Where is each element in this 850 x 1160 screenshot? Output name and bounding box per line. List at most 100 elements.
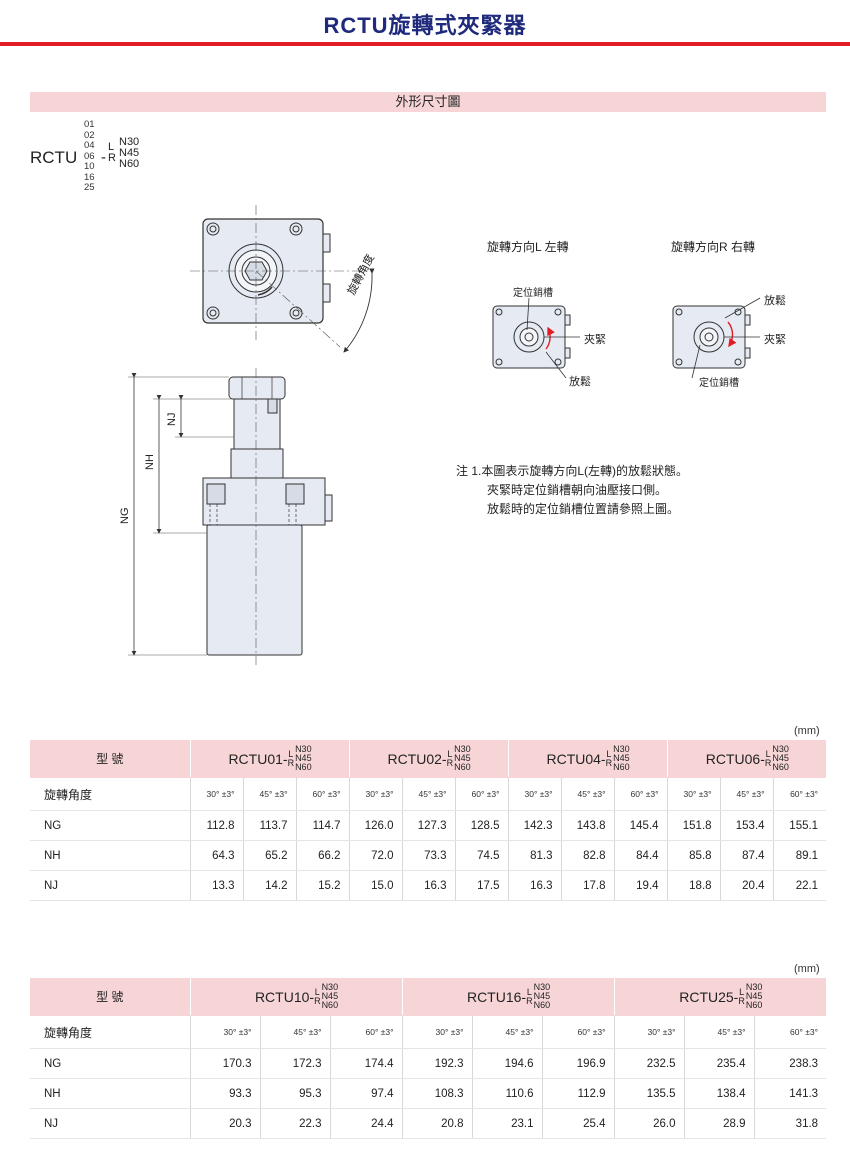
value-cell: 128.5 bbox=[454, 810, 509, 841]
angle-row-label: 旋轉角度 bbox=[30, 1015, 190, 1049]
value-cell: 135.5 bbox=[613, 1078, 685, 1109]
dir-opt: R bbox=[764, 757, 772, 768]
angle-cell: 30° ±3° bbox=[507, 777, 562, 811]
value-cell: 194.6 bbox=[471, 1048, 543, 1079]
angle-cell: 30° ±3° bbox=[613, 1015, 685, 1049]
value-cell: 172.3 bbox=[259, 1048, 330, 1079]
angle-opt: N30 bbox=[613, 744, 630, 754]
model-header-label: 型 號 bbox=[30, 978, 190, 1016]
value-cell: 19.4 bbox=[613, 870, 668, 901]
angle-cell: 45° ±3° bbox=[259, 1015, 330, 1049]
dir-opt: L bbox=[765, 748, 771, 759]
side-view bbox=[128, 368, 333, 665]
value-cell: 17.8 bbox=[560, 870, 615, 901]
angle-opt: N45 bbox=[745, 991, 763, 1001]
angle-cell: 30° ±3° bbox=[401, 1015, 473, 1049]
angle-opt: N30 bbox=[772, 744, 789, 754]
angle-opt: N60 bbox=[295, 762, 312, 772]
value-cell: 112.8 bbox=[189, 810, 243, 841]
dir-opt: R bbox=[314, 995, 321, 1006]
value-cell: 16.3 bbox=[401, 870, 456, 901]
dir-opt: R bbox=[738, 995, 745, 1006]
value-cell: 23.1 bbox=[471, 1108, 543, 1139]
value-cell: 17.5 bbox=[454, 870, 509, 901]
value-cell: 26.0 bbox=[613, 1108, 685, 1139]
value-cell: 89.1 bbox=[772, 840, 827, 871]
row-label: NH bbox=[30, 1078, 190, 1109]
model-name: RCTU25- bbox=[679, 988, 739, 1005]
direction-left-view bbox=[492, 297, 580, 379]
angle-opt: N60 bbox=[745, 1000, 763, 1010]
angle-row: 旋轉角度 30° ±3° 45° ±3° 60° ±3° 30° ±3° 45°… bbox=[30, 777, 827, 811]
value-cell: 20.4 bbox=[719, 870, 774, 901]
angle-opt: N45 bbox=[321, 991, 339, 1001]
value-cell: 108.3 bbox=[401, 1078, 473, 1109]
angle-row: 旋轉角度 30° ±3° 45° ±3° 60° ±3° 30° ±3° 45°… bbox=[30, 1015, 827, 1049]
model-name: RCTU02- bbox=[387, 750, 447, 767]
value-cell: 22.3 bbox=[259, 1108, 330, 1139]
page-title: RCTU旋轉式夾緊器 bbox=[323, 13, 527, 38]
angle-opt: N60 bbox=[454, 762, 471, 772]
ng-label: NG bbox=[119, 507, 131, 525]
note-line: 注 1.本圖表示旋轉方向L(左轉)的放鬆狀態。 bbox=[456, 464, 689, 478]
value-cell: 141.3 bbox=[753, 1078, 827, 1109]
model-code-size: 04 bbox=[84, 140, 95, 151]
model-name: RCTU01- bbox=[228, 750, 288, 767]
angle-cell: 45° ±3° bbox=[719, 777, 774, 811]
clamp-label-left: 夾緊 bbox=[584, 334, 606, 346]
value-cell: 196.9 bbox=[541, 1048, 615, 1079]
angle-opt: N30 bbox=[533, 982, 551, 992]
model-code-angle: N30 bbox=[119, 136, 140, 148]
value-cell: 126.0 bbox=[348, 810, 403, 841]
angle-opt: N45 bbox=[533, 991, 551, 1001]
unit-label: (mm) bbox=[794, 963, 820, 975]
value-cell: 66.2 bbox=[295, 840, 350, 871]
top-view bbox=[190, 205, 375, 353]
nh-label: NH bbox=[144, 454, 156, 470]
value-cell: 65.2 bbox=[242, 840, 296, 871]
value-cell: 24.4 bbox=[329, 1108, 403, 1139]
table-row: NJ 20.3 22.3 24.4 20.8 23.1 25.4 26.0 28… bbox=[30, 1108, 827, 1139]
angle-opt: N60 bbox=[533, 1000, 551, 1010]
angle-opt: N60 bbox=[772, 762, 789, 772]
value-cell: 95.3 bbox=[259, 1078, 330, 1109]
value-cell: 235.4 bbox=[683, 1048, 755, 1079]
model-code-sizes: 01 02 04 06 10 16 25 bbox=[84, 119, 95, 194]
value-cell: 20.3 bbox=[189, 1108, 260, 1139]
angle-cell: 30° ±3° bbox=[189, 1015, 260, 1049]
value-cell: 18.8 bbox=[666, 870, 721, 901]
angle-opt: N45 bbox=[454, 753, 471, 763]
dimension-drawing bbox=[128, 205, 761, 665]
angle-cell: 60° ±3° bbox=[295, 777, 350, 811]
direction-right-title: 旋轉方向R 右轉 bbox=[671, 240, 756, 254]
title-rule bbox=[0, 42, 850, 46]
angle-cell: 60° ±3° bbox=[454, 777, 509, 811]
angle-opt: N60 bbox=[613, 762, 630, 772]
value-cell: 25.4 bbox=[541, 1108, 615, 1139]
note-line: 夾緊時定位銷槽朝向油壓接口側。 bbox=[487, 483, 668, 497]
angle-cell: 60° ±3° bbox=[753, 1015, 827, 1049]
model-code-size: 02 bbox=[84, 129, 95, 141]
value-cell: 153.4 bbox=[719, 810, 774, 841]
value-cell: 72.0 bbox=[348, 840, 403, 871]
pin-slot-label-right: 定位銷槽 bbox=[699, 378, 739, 389]
angle-cell: 45° ±3° bbox=[242, 777, 296, 811]
angle-cell: 30° ±3° bbox=[348, 777, 403, 811]
value-cell: 113.7 bbox=[242, 810, 296, 841]
angle-cell: 30° ±3° bbox=[666, 777, 721, 811]
dir-opt: L bbox=[739, 986, 745, 997]
angle-opt: N45 bbox=[613, 753, 630, 763]
value-cell: 82.8 bbox=[560, 840, 615, 871]
section-heading: 外形尺寸圖 bbox=[30, 92, 826, 112]
angle-cell: 60° ±3° bbox=[772, 777, 827, 811]
direction-left-title: 旋轉方向L 左轉 bbox=[487, 240, 569, 254]
value-cell: 143.8 bbox=[560, 810, 615, 841]
angle-opt: N30 bbox=[321, 982, 339, 992]
